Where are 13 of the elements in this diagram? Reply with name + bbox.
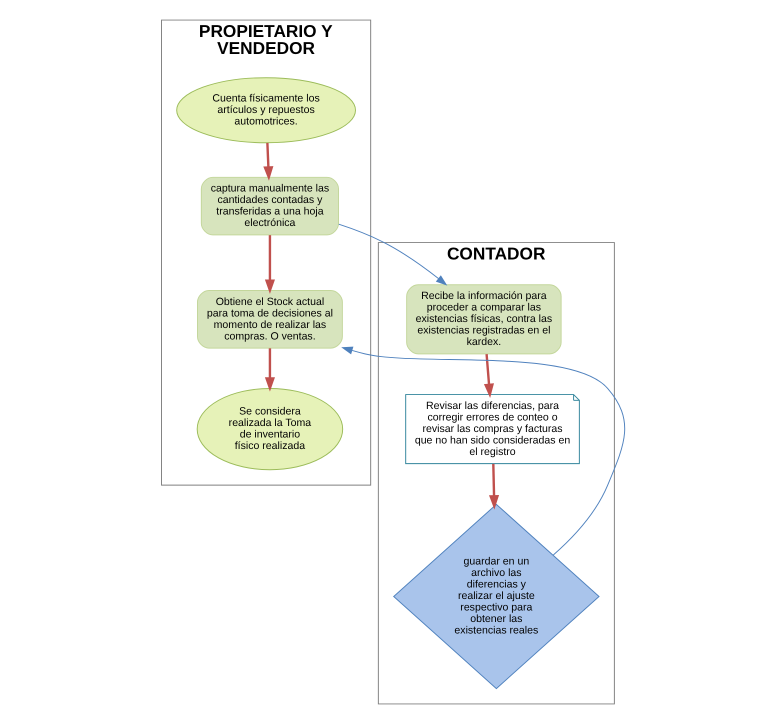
arrow: [264, 235, 274, 294]
arrow: [488, 464, 499, 510]
node-box: Obtiene el Stock actual para toma de decisiones al momento de realizar las compras. O ventas.: [196, 290, 342, 349]
arrow: [340, 346, 625, 556]
arrow: [262, 142, 273, 181]
node-ellipse: Se considera realizada la Toma de inventario físico realizada: [196, 388, 343, 470]
node-ellipse: Cuenta físicamente los artículos y repuestos automotrices.: [176, 77, 356, 144]
node-box: Recibe la información para proceder a comparar las existencias físicas, contra las existencias registradas en el kardex.: [406, 284, 562, 354]
arrow: [338, 224, 447, 286]
node-box: captura manualmente las cantidades contadas y transferidas a una hoja electrónica: [200, 176, 339, 236]
arrow: [483, 354, 494, 398]
arrow: [264, 348, 274, 392]
node-diamond: guardar en un archivo las diferencias y realizar el ajuste respectivo para obtener las existencias reales: [392, 504, 600, 690]
